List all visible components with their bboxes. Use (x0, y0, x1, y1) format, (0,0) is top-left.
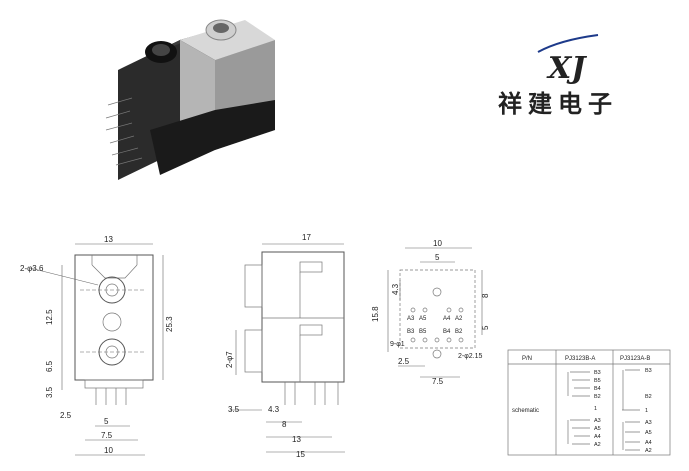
pcb-pin-label: A2 (455, 316, 463, 322)
side-dim-pin-len: 3.5 (228, 405, 240, 414)
front-dim-hole: 2-φ3.6 (20, 264, 44, 273)
pcb-dim-bottom: 7.5 (432, 377, 444, 386)
brand-name: 祥建电子 (498, 90, 618, 118)
schematic-pin: A2 (594, 442, 601, 448)
schematic-pin: A4 (645, 440, 652, 446)
schematic-pin: 1 (594, 406, 597, 412)
front-dim-pitch: 12.5 (45, 309, 54, 325)
pcb-dim-inner: 5 (435, 253, 440, 262)
schematic-pin: B3 (645, 368, 652, 374)
schematic-pin: A3 (594, 418, 601, 424)
pcb-dim-height: 15.8 (371, 306, 380, 322)
side-dim-d1: 8 (282, 420, 287, 429)
front-dim-base-width: 10 (104, 446, 113, 455)
pcb-dim-holes2: 2-φ2.15 (458, 353, 482, 360)
front-dim-pin-len: 3.5 (45, 386, 54, 398)
pcb-pin-label: A5 (419, 316, 427, 322)
brand-monogram: XJ (546, 51, 587, 86)
front-dim-span-a: 5 (104, 417, 109, 426)
table-header-col-b: PJ3123A-B (620, 356, 650, 362)
pcb-dim-width: 10 (433, 239, 442, 248)
pcb-dim-right: 8 (481, 293, 490, 298)
pcb-dim-upper: 4.3 (391, 283, 400, 295)
schematic-pin: A2 (645, 448, 652, 454)
schematic-pin: B4 (594, 386, 601, 392)
front-dim-pin-off: 2.5 (60, 411, 72, 420)
schematic-pin: 1 (645, 408, 648, 414)
schematic-pin: B3 (594, 370, 601, 376)
front-dim-height: 25.3 (165, 316, 174, 332)
pcb-pin-label: B4 (443, 329, 451, 335)
schematic-pin: B2 (594, 394, 601, 400)
pcb-pin-label: A4 (443, 316, 451, 322)
table-row-label: schematic (512, 408, 539, 414)
side-dim-top-width: 17 (302, 233, 311, 242)
front-dim-top-width: 13 (104, 235, 113, 244)
pcb-dim-left-off: 2.5 (398, 357, 410, 366)
pcb-footprint-view: 10 5 15.8 4.3 8 5 9-φ1 2-φ2.15 2.5 7.5 A… (371, 239, 490, 386)
schematic-pin: A4 (594, 434, 601, 440)
schematic-pin: B5 (594, 378, 601, 384)
side-dim-d2: 13 (292, 435, 301, 444)
side-dim-pin-off: 4.3 (268, 405, 280, 414)
product-3d-render (105, 19, 275, 180)
pins-col-b: B3 B2 1 A3 A5 A4 A2 (645, 368, 652, 454)
pcb-pin-label: B2 (455, 329, 463, 335)
pcb-pin-label: A3 (407, 316, 415, 322)
front-dim-span-b: 7.5 (101, 431, 113, 440)
schematic-pin: A5 (645, 430, 652, 436)
front-dim-lower: 6.5 (45, 360, 54, 372)
pcb-dim-holes1: 9-φ1 (390, 341, 405, 348)
pcb-pin-label: B5 (419, 329, 427, 335)
schematic-pin: A3 (645, 420, 652, 426)
table-header-col-a: PJ3123B-A (565, 356, 595, 362)
pins-col-a: B3 B5 B4 B2 1 A3 A5 A4 A2 (594, 370, 601, 448)
pcb-pin-label: B3 (407, 329, 415, 335)
schematic-pin: B2 (645, 394, 652, 400)
side-dim-d3: 15 (296, 450, 305, 459)
front-view: 13 2-φ3.6 12.5 25.3 6.5 3.5 2.5 5 7.5 10 (20, 235, 174, 456)
schematic-pin: A5 (594, 426, 601, 432)
pcb-dim-lower: 5 (481, 325, 490, 330)
side-dim-sleeve: 2-φ7 (225, 351, 234, 368)
table-header-pn: P/N (522, 356, 532, 362)
schematic-table: P/N PJ3123B-A PJ3123A-B schematic B3 B5 … (507, 349, 671, 456)
brand-logo: XJ 祥建电子 (498, 34, 618, 118)
side-view: 17 2-φ7 3.5 4.3 8 13 15 (225, 233, 345, 459)
